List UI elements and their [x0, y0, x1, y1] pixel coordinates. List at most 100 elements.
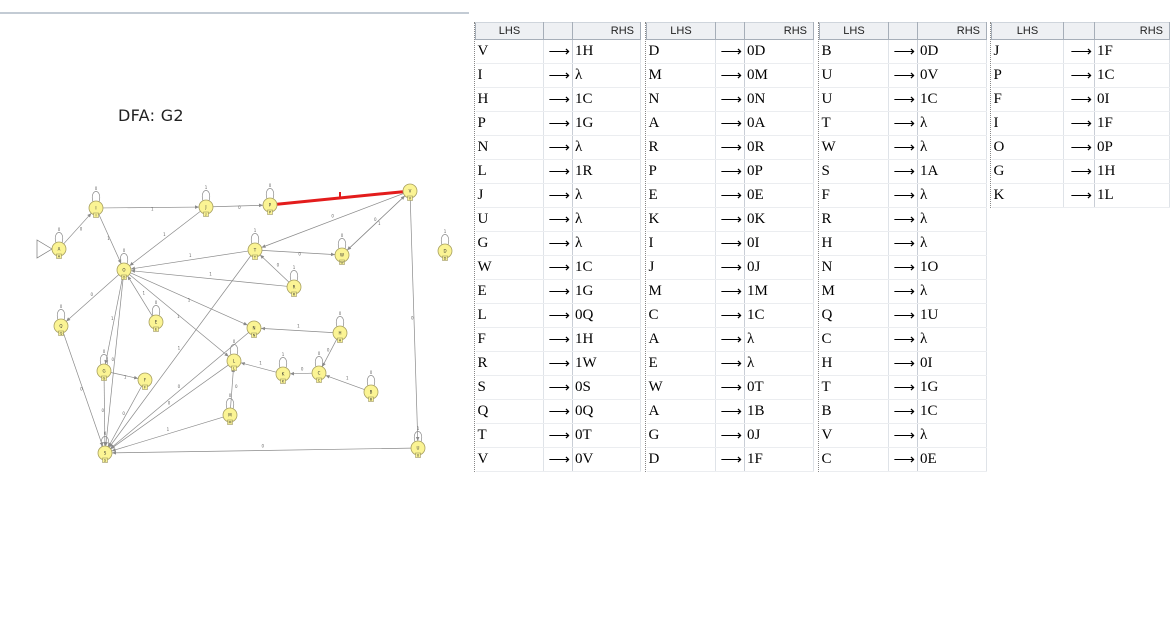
production-row[interactable]: K⟶1L: [991, 183, 1170, 208]
production-rhs[interactable]: 1C: [572, 255, 641, 280]
production-arrow[interactable]: ⟶: [715, 111, 745, 136]
production-rhs[interactable]: 0I: [1094, 87, 1170, 112]
production-lhs[interactable]: E: [646, 183, 716, 208]
production-lhs[interactable]: R: [646, 135, 716, 160]
production-row[interactable]: W⟶0T: [646, 375, 814, 400]
production-row[interactable]: P⟶1C: [991, 63, 1170, 88]
lhs-header[interactable]: LHS: [646, 22, 716, 40]
production-row[interactable]: R⟶λ: [819, 207, 987, 232]
production-row[interactable]: T⟶0T: [475, 423, 641, 448]
production-lhs[interactable]: V: [475, 447, 544, 472]
production-lhs[interactable]: G: [475, 231, 544, 256]
production-row[interactable]: W⟶1C: [475, 255, 641, 280]
state-T[interactable]: TT: [247, 242, 263, 260]
production-arrow[interactable]: ⟶: [543, 207, 573, 232]
rhs-header[interactable]: RHS: [1094, 22, 1170, 40]
production-arrow[interactable]: ⟶: [888, 87, 918, 112]
production-row[interactable]: A⟶1B: [646, 399, 814, 424]
production-arrow[interactable]: ⟶: [543, 327, 573, 352]
production-row[interactable]: H⟶λ: [819, 231, 987, 256]
production-arrow[interactable]: ⟶: [715, 63, 745, 88]
production-row[interactable]: G⟶0J: [646, 423, 814, 448]
production-lhs[interactable]: M: [646, 279, 716, 304]
production-lhs[interactable]: K: [646, 207, 716, 232]
production-row[interactable]: O⟶0P: [991, 135, 1170, 160]
production-arrow[interactable]: ⟶: [1063, 183, 1095, 208]
state-W[interactable]: WW: [334, 247, 350, 265]
production-rhs[interactable]: λ: [744, 351, 814, 376]
production-lhs[interactable]: T: [475, 423, 544, 448]
arrow-header[interactable]: [888, 22, 918, 40]
production-row[interactable]: C⟶0E: [819, 447, 987, 472]
production-rhs[interactable]: 0T: [572, 423, 641, 448]
production-arrow[interactable]: ⟶: [1063, 63, 1095, 88]
production-arrow[interactable]: ⟶: [888, 279, 918, 304]
production-lhs[interactable]: A: [646, 111, 716, 136]
production-rhs[interactable]: 0T: [744, 375, 814, 400]
production-rhs[interactable]: 1A: [917, 159, 987, 184]
production-rhs[interactable]: 1F: [1094, 111, 1170, 136]
production-arrow[interactable]: ⟶: [543, 423, 573, 448]
production-row[interactable]: L⟶1R: [475, 159, 641, 184]
production-row[interactable]: S⟶1A: [819, 159, 987, 184]
production-arrow[interactable]: ⟶: [543, 255, 573, 280]
production-arrow[interactable]: ⟶: [888, 351, 918, 376]
production-rhs[interactable]: λ: [917, 111, 987, 136]
production-rhs[interactable]: λ: [917, 279, 987, 304]
production-arrow[interactable]: ⟶: [1063, 87, 1095, 112]
production-rhs[interactable]: 1G: [572, 111, 641, 136]
production-lhs[interactable]: H: [475, 87, 544, 112]
production-row[interactable]: U⟶λ: [475, 207, 641, 232]
production-row[interactable]: L⟶0Q: [475, 303, 641, 328]
production-rhs[interactable]: 1L: [1094, 183, 1170, 208]
production-lhs[interactable]: W: [646, 375, 716, 400]
production-row[interactable]: B⟶1C: [819, 399, 987, 424]
production-lhs[interactable]: S: [475, 375, 544, 400]
production-row[interactable]: J⟶1F: [991, 39, 1170, 64]
production-rhs[interactable]: 0K: [744, 207, 814, 232]
production-row[interactable]: A⟶0A: [646, 111, 814, 136]
production-lhs[interactable]: U: [475, 207, 544, 232]
production-row[interactable]: D⟶0D: [646, 39, 814, 64]
state-I[interactable]: II: [88, 200, 104, 218]
production-arrow[interactable]: ⟶: [1063, 159, 1095, 184]
production-arrow[interactable]: ⟶: [543, 63, 573, 88]
production-lhs[interactable]: F: [475, 327, 544, 352]
production-rhs[interactable]: 0V: [572, 447, 641, 472]
state-F[interactable]: FF: [137, 372, 153, 390]
production-lhs[interactable]: F: [991, 87, 1064, 112]
production-rhs[interactable]: 1C: [572, 87, 641, 112]
lhs-header[interactable]: LHS: [475, 22, 544, 40]
production-row[interactable]: A⟶λ: [646, 327, 814, 352]
production-rhs[interactable]: λ: [917, 207, 987, 232]
production-row[interactable]: I⟶0I: [646, 231, 814, 256]
production-rhs[interactable]: 0S: [572, 375, 641, 400]
production-row[interactable]: H⟶0I: [819, 351, 987, 376]
production-lhs[interactable]: I: [646, 231, 716, 256]
production-arrow[interactable]: ⟶: [888, 135, 918, 160]
production-lhs[interactable]: G: [646, 423, 716, 448]
production-lhs[interactable]: Q: [819, 303, 889, 328]
production-rhs[interactable]: λ: [572, 135, 641, 160]
production-row[interactable]: T⟶1G: [819, 375, 987, 400]
production-row[interactable]: J⟶λ: [475, 183, 641, 208]
production-arrow[interactable]: ⟶: [715, 159, 745, 184]
production-row[interactable]: N⟶λ: [475, 135, 641, 160]
production-row[interactable]: F⟶λ: [819, 183, 987, 208]
production-rhs[interactable]: 1C: [917, 399, 987, 424]
production-arrow[interactable]: ⟶: [888, 303, 918, 328]
production-row[interactable]: V⟶λ: [819, 423, 987, 448]
state-R[interactable]: RR: [286, 279, 302, 297]
production-arrow[interactable]: ⟶: [888, 39, 918, 64]
production-lhs[interactable]: E: [475, 279, 544, 304]
rhs-header[interactable]: RHS: [917, 22, 987, 40]
production-arrow[interactable]: ⟶: [543, 135, 573, 160]
production-rhs[interactable]: 1B: [744, 399, 814, 424]
production-arrow[interactable]: ⟶: [543, 399, 573, 424]
state-O[interactable]: OO: [116, 262, 132, 280]
production-arrow[interactable]: ⟶: [1063, 39, 1095, 64]
production-lhs[interactable]: G: [991, 159, 1064, 184]
production-rhs[interactable]: 1G: [917, 375, 987, 400]
arrow-header[interactable]: [715, 22, 745, 40]
